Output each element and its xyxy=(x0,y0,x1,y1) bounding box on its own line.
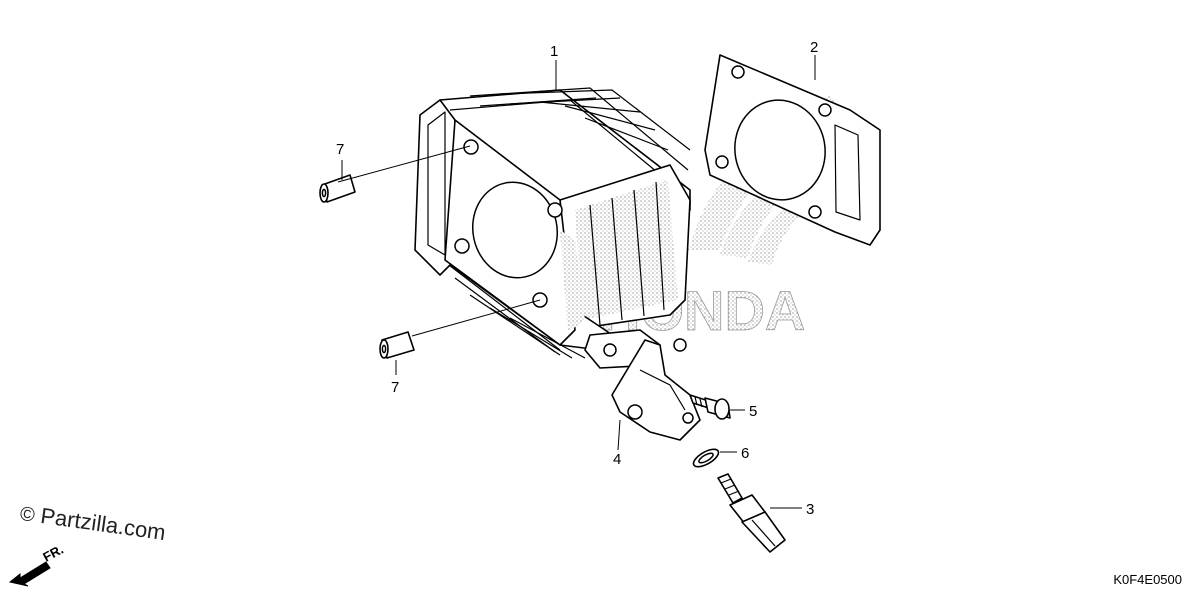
callout-1: 1 xyxy=(550,43,558,60)
direction-label: FR. xyxy=(40,542,66,565)
temperature-sensor xyxy=(717,473,786,553)
flange-bolt xyxy=(689,394,731,420)
copyright-icon: © xyxy=(18,502,37,527)
callout-6: 6 xyxy=(741,445,749,462)
dowel-pin-upper xyxy=(319,174,356,203)
callout-7-upper: 7 xyxy=(336,141,344,158)
cylinder xyxy=(414,87,691,369)
callout-2: 2 xyxy=(810,39,818,56)
dowel-pin-lower xyxy=(379,331,415,359)
callout-5: 5 xyxy=(749,403,757,420)
callouts: 1 2 3 4 5 6 7 7 xyxy=(336,39,818,518)
callout-4: 4 xyxy=(613,451,621,468)
callout-7-lower: 7 xyxy=(391,379,399,396)
front-arrow-icon: FR. xyxy=(8,542,66,587)
diagram-code: K0F4E0500 xyxy=(1113,572,1182,587)
callout-3: 3 xyxy=(806,501,814,518)
cylinder-base-gasket xyxy=(704,54,881,246)
o-ring xyxy=(692,448,720,468)
stay-bracket xyxy=(611,339,701,441)
leader-lines xyxy=(337,55,816,509)
